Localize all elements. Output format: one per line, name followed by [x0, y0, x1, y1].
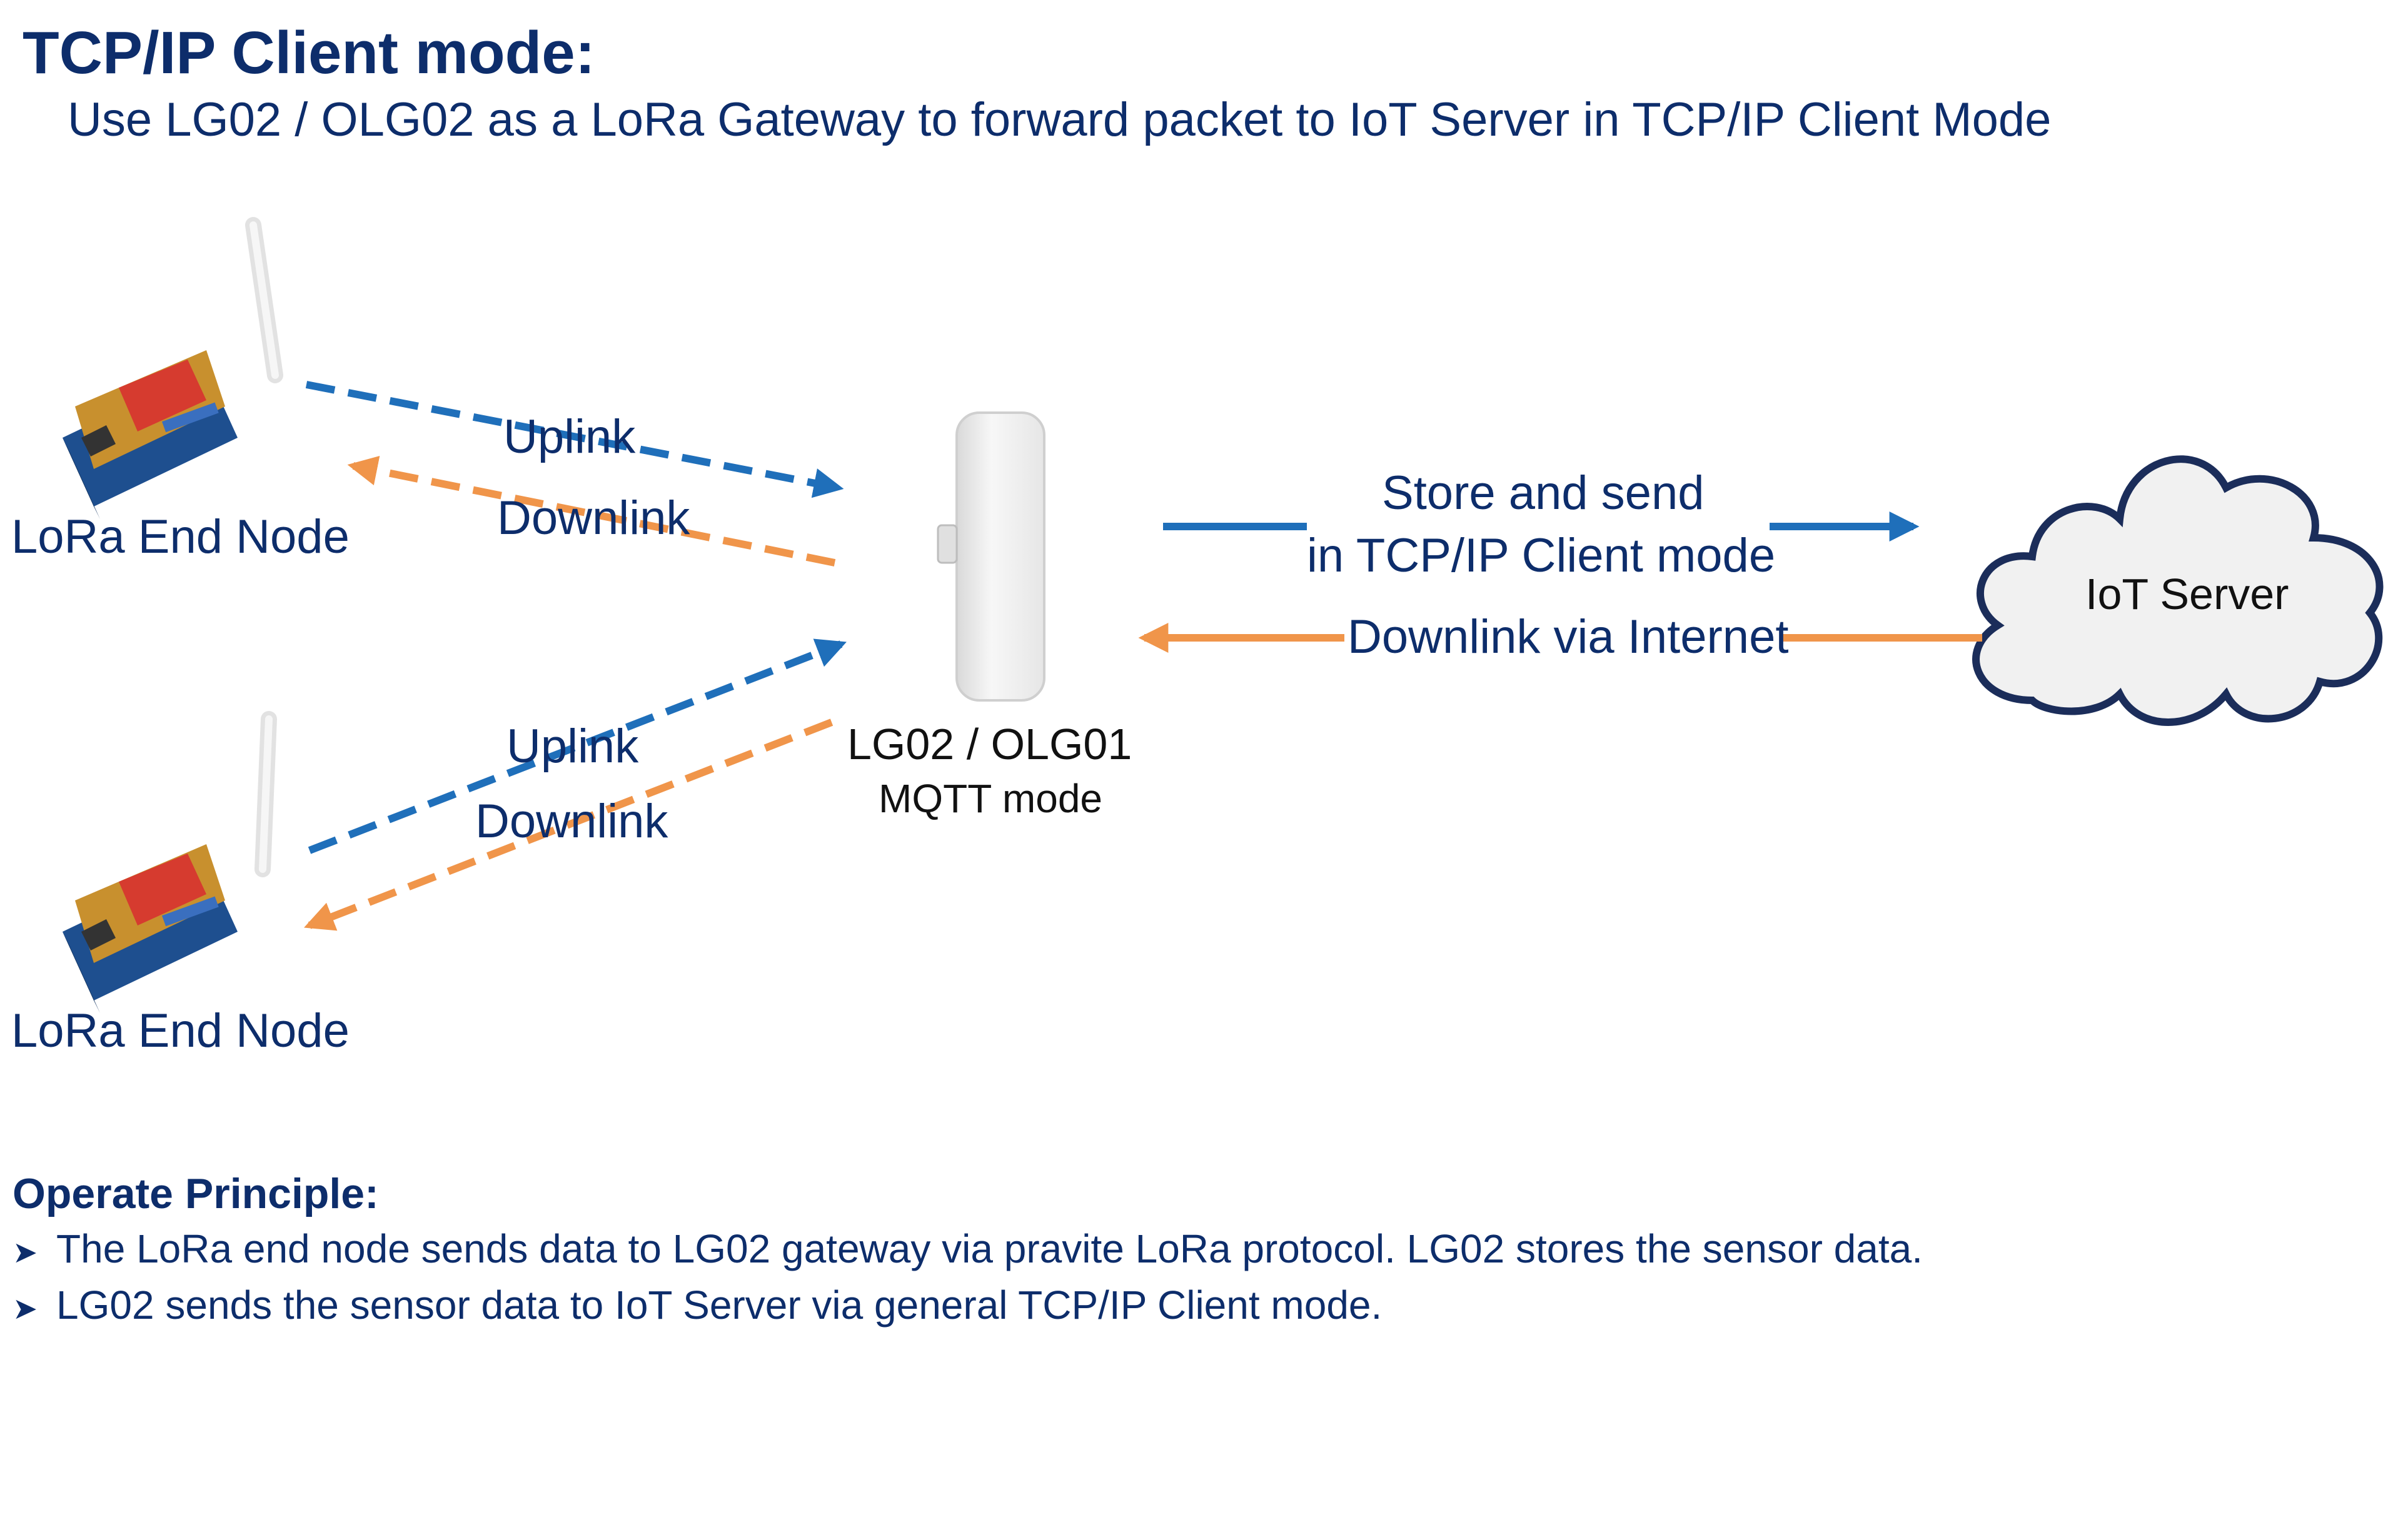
gateway-label-line2: MQTT mode — [879, 776, 1102, 821]
principle-item-1: ➤ The LoRa end node sends data to LG02 ga… — [13, 1226, 1923, 1272]
downlink-1-arrow — [347, 456, 836, 567]
lora-end-node-1-image — [63, 217, 283, 519]
downlink-2-arrow — [304, 718, 834, 931]
uplink-1-arrow — [305, 381, 844, 498]
iot-server-cloud — [1972, 455, 2384, 726]
end-node-2-label: LoRa End Node — [11, 1004, 350, 1057]
page-title: TCP/IP Client mode: — [23, 19, 595, 86]
principle-title: Operate Principle: — [13, 1170, 379, 1217]
principle-item-1-text: The LoRa end node sends data to LG02 gat… — [56, 1226, 1923, 1271]
gateway-device-image — [937, 411, 1045, 702]
store-send-label-line2: in TCP/IP Client mode — [1307, 529, 1776, 582]
uplink-2-arrow — [308, 638, 847, 854]
downlink-internet-label: Downlink via Internet — [1348, 610, 1789, 663]
lora-end-node-2-image — [63, 711, 277, 1013]
downlink-2-label: Downlink — [475, 795, 668, 848]
page-subtitle: Use LG02 / OLG02 as a LoRa Gateway to fo… — [68, 93, 2052, 146]
bullet-arrow-icon: ➤ — [13, 1236, 38, 1269]
bullet-arrow-icon: ➤ — [13, 1293, 38, 1326]
uplink-1-label: Uplink — [503, 410, 636, 463]
uplink-2-label: Uplink — [506, 720, 639, 773]
gateway-label-line1: LG02 / OLG01 — [847, 720, 1132, 769]
downlink-1-label: Downlink — [497, 491, 690, 545]
principle-item-2: ➤ LG02 sends the sensor data to IoT Serve… — [13, 1282, 1382, 1328]
end-node-1-label: LoRa End Node — [11, 510, 350, 563]
principle-item-2-text: LG02 sends the sensor data to IoT Server… — [56, 1283, 1383, 1328]
store-send-label-line1: Store and send — [1382, 466, 1705, 520]
server-label: IoT Server — [2085, 570, 2289, 618]
